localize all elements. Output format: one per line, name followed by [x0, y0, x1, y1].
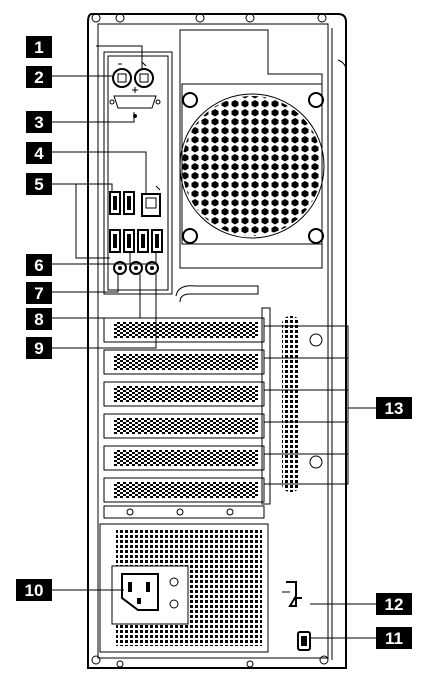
- svg-text:9: 9: [34, 339, 43, 358]
- expansion-slot-1: [103, 317, 265, 343]
- security-lock-slot: [297, 631, 311, 651]
- expansion-slot-6: [103, 477, 265, 503]
- rear-fan-grille: [179, 29, 325, 269]
- svg-text:12: 12: [385, 595, 404, 614]
- expansion-slot-2: [103, 349, 265, 375]
- io-panel: [103, 51, 173, 295]
- svg-text:11: 11: [385, 629, 403, 648]
- svg-text:1: 1: [34, 38, 43, 57]
- svg-text:6: 6: [34, 256, 43, 275]
- leader-lines: [52, 45, 376, 639]
- io-cable-loop: [175, 285, 259, 303]
- svg-text:2: 2: [34, 68, 43, 87]
- side-vent: [282, 316, 323, 492]
- svg-text:7: 7: [34, 284, 43, 303]
- svg-text:8: 8: [34, 310, 43, 329]
- callout-3: 3: [26, 111, 52, 133]
- callout-9: 9: [26, 337, 52, 359]
- svg-text:5: 5: [34, 175, 43, 194]
- callout-1: 1: [26, 36, 52, 58]
- chassis-outline: [87, 13, 347, 669]
- callout-12: 12: [376, 593, 412, 615]
- callout-4: 4: [26, 142, 52, 164]
- padlock-loop: [282, 581, 302, 607]
- svg-text:4: 4: [34, 144, 44, 163]
- callout-11: 11: [376, 627, 412, 649]
- callout-2: 2: [26, 66, 52, 88]
- expansion-slot-3: [103, 381, 265, 407]
- power-supply: [99, 523, 269, 653]
- callout-6: 6: [26, 254, 52, 276]
- audio-jacks: [113, 261, 159, 275]
- expansion-slot-5: [103, 445, 265, 471]
- callout-13: 13: [376, 397, 412, 419]
- expansion-slots: [103, 307, 271, 519]
- serial-port: [109, 87, 161, 118]
- usb-ports: [109, 191, 163, 253]
- callout-8: 8: [26, 308, 52, 330]
- callout-10: 10: [16, 579, 52, 601]
- callout-7: 7: [26, 282, 52, 304]
- svg-text:13: 13: [385, 399, 404, 418]
- svg-text:10: 10: [25, 581, 44, 600]
- callout-5: 5: [26, 173, 52, 195]
- ps2-ports: [112, 61, 154, 88]
- svg-text:3: 3: [34, 113, 43, 132]
- ethernet-port: [141, 185, 161, 217]
- expansion-slot-4: [103, 413, 265, 439]
